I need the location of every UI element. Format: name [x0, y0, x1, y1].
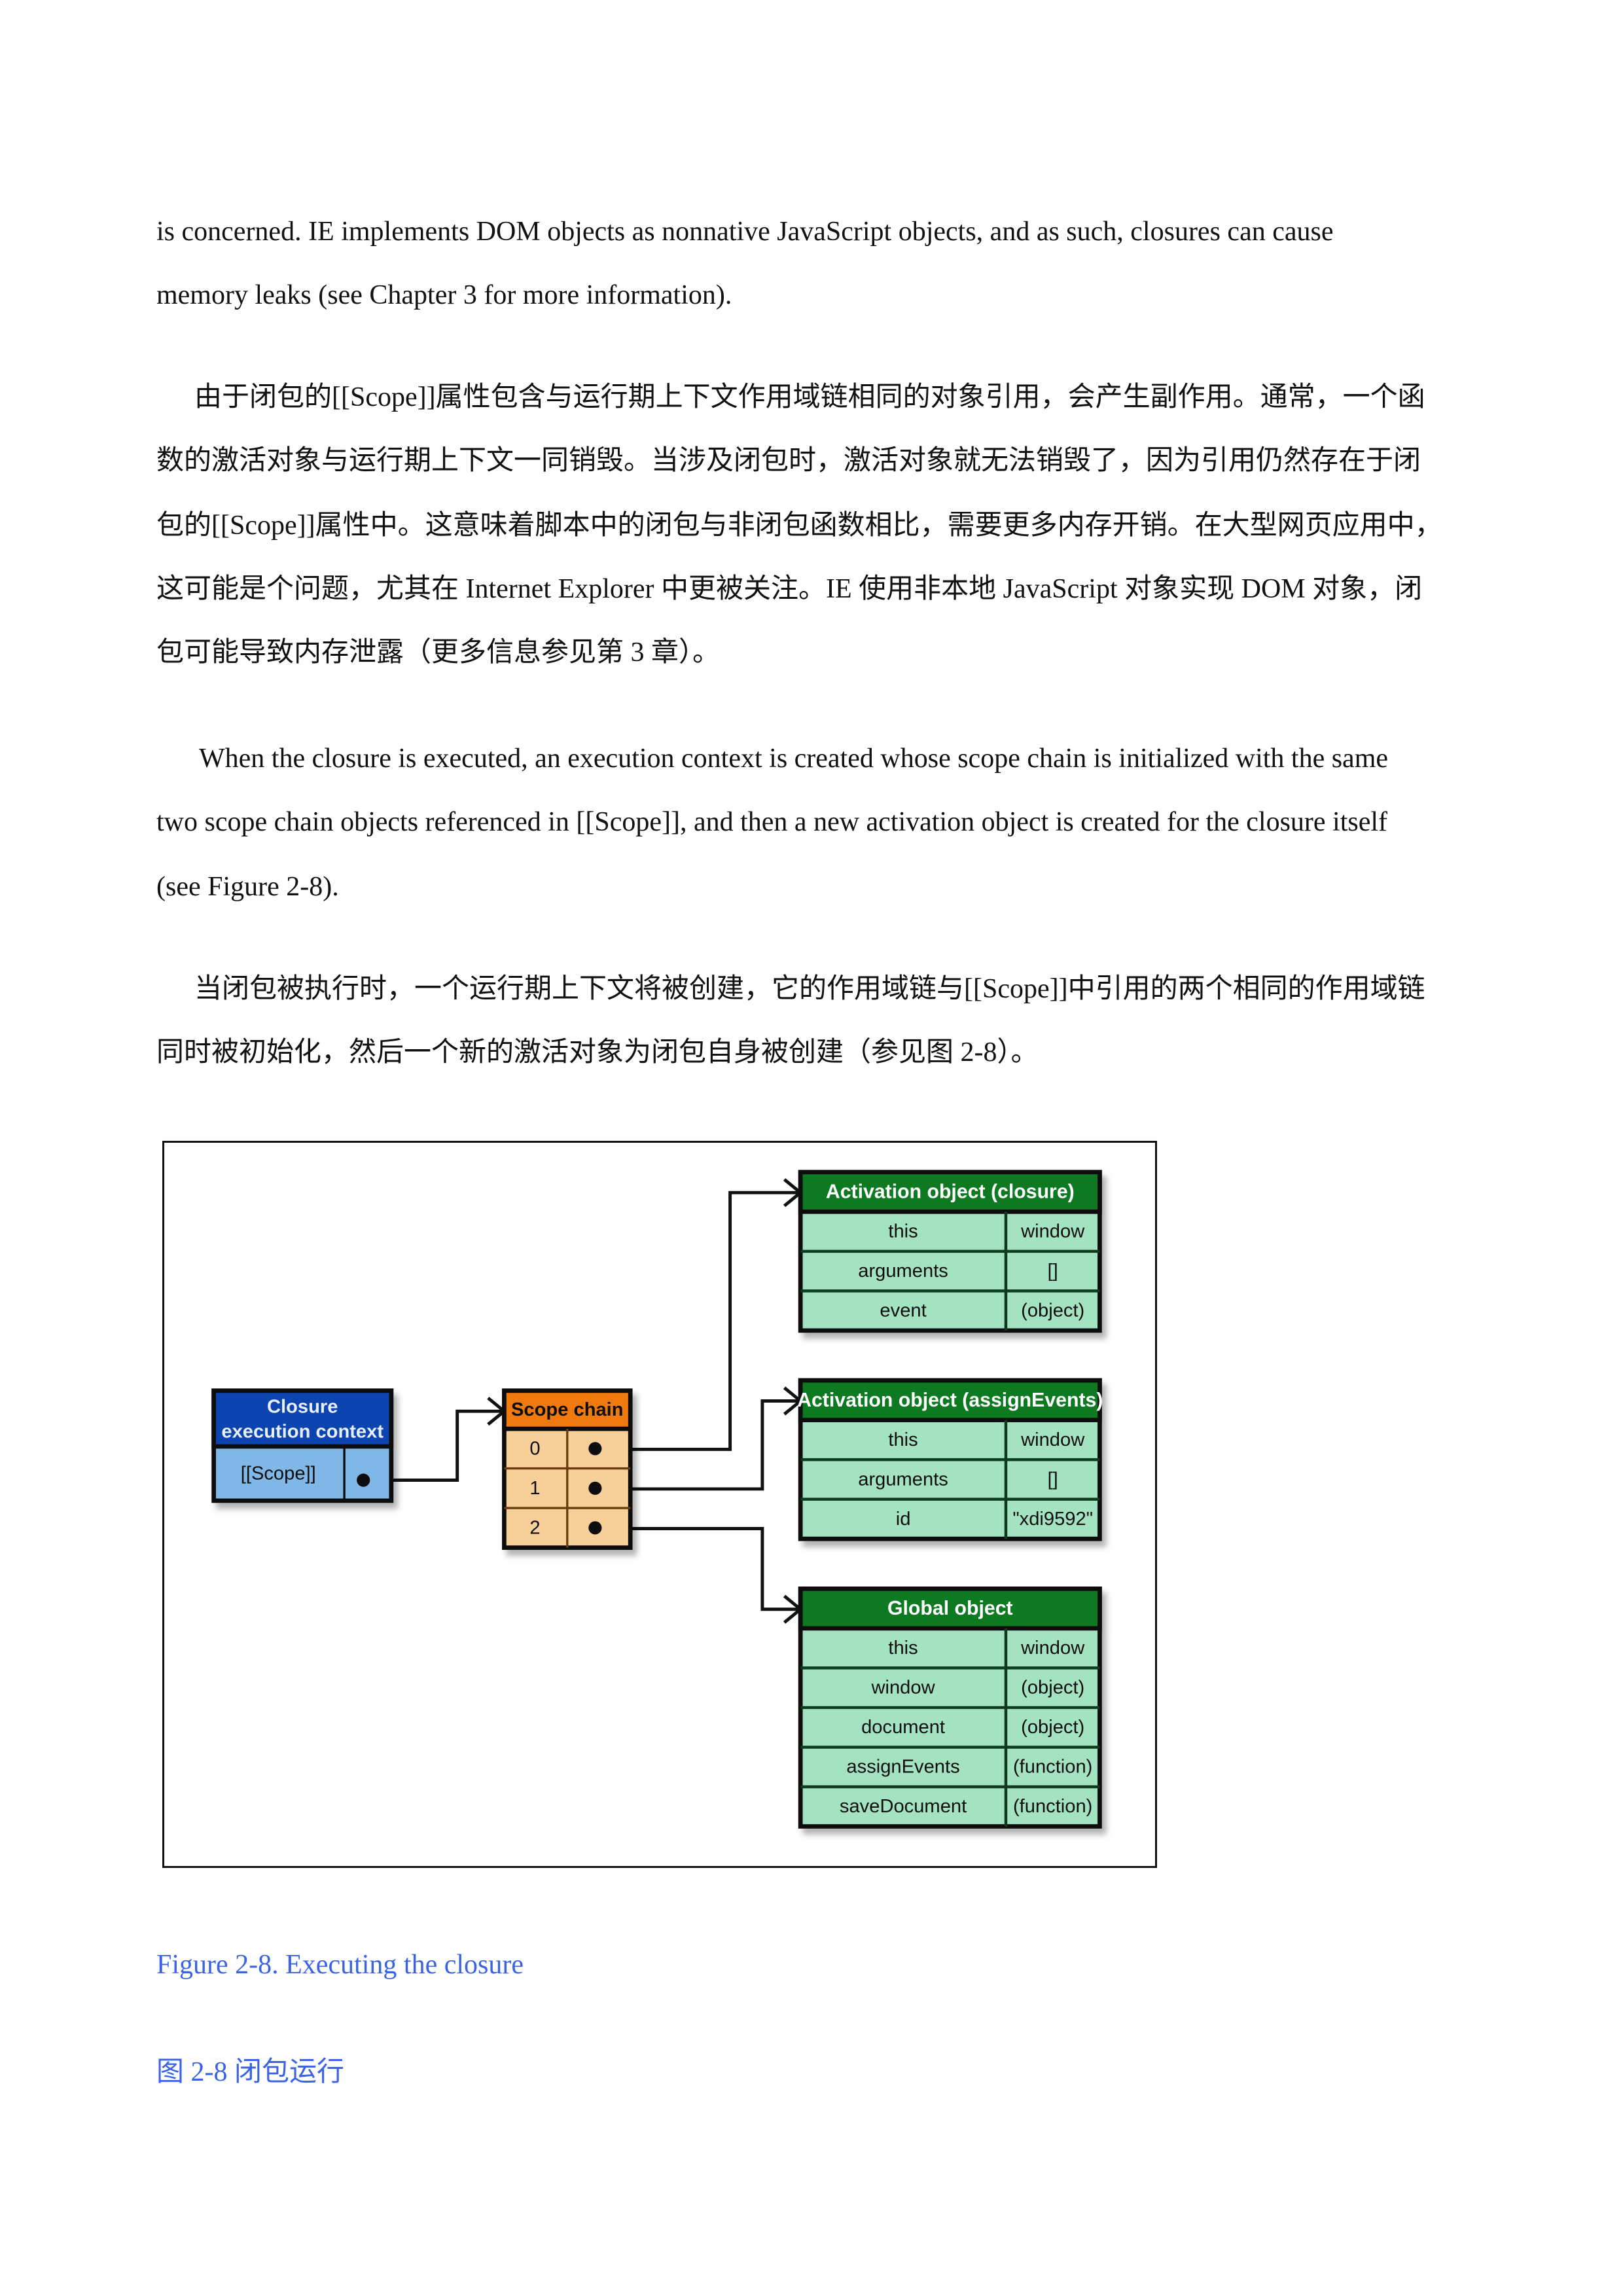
- property-value: (object): [1021, 1717, 1084, 1738]
- activation-closure-table: Activation object (closure) this window arg…: [798, 1170, 1102, 1333]
- arrow-scope-to-scope-chain: [363, 1409, 505, 1482]
- text-line: 这可能是个问题，尤其在 Internet Explorer 中更被关注。IE 使…: [156, 574, 1423, 604]
- text-line: 当闭包被执行时，一个运行期上下文将被创建，它的作用域链与[[Scope]]中引用…: [194, 974, 1425, 1004]
- property-name: arguments: [858, 1469, 948, 1490]
- pointer-dot: [588, 1521, 602, 1535]
- property-value: []: [1048, 1261, 1058, 1282]
- property-value: (function): [1013, 1757, 1092, 1778]
- table-header: [798, 1378, 1102, 1422]
- text-line: When the closure is executed, an executi…: [199, 744, 1389, 774]
- text-line: 由于闭包的[[Scope]]属性包含与运行期上下文作用域链相同的对象引用，会产生…: [194, 382, 1425, 412]
- property-value: window: [1020, 1429, 1085, 1450]
- box-title: Scope chain: [511, 1399, 624, 1420]
- property-name: window: [870, 1677, 935, 1698]
- property-value: window: [1020, 1221, 1085, 1242]
- property-name: assignEvents: [846, 1757, 959, 1778]
- property-value: "xdi9592": [1012, 1509, 1093, 1530]
- property-name: this: [888, 1429, 918, 1450]
- scope-index: 1: [529, 1478, 540, 1499]
- text-line: 同时被初始化，然后一个新的激活对象为闭包自身被创建（参见图 2-8）。: [156, 1037, 1039, 1067]
- scope-property-label: [[Scope]]: [241, 1463, 316, 1484]
- table-title: Global object: [887, 1598, 1013, 1619]
- pointer-dot: [588, 1442, 602, 1456]
- figure-caption-zh: 图 2-8 闭包运行: [156, 2057, 344, 2087]
- text-line: (see Figure 2-8).: [156, 872, 339, 902]
- closure-execution-context-box: Closure execution context [[Scope]]: [211, 1388, 394, 1503]
- property-value: window: [1020, 1638, 1085, 1659]
- property-value: (function): [1013, 1796, 1092, 1817]
- box-header: [211, 1388, 394, 1449]
- property-value: (object): [1021, 1300, 1084, 1321]
- property-name: id: [896, 1509, 911, 1530]
- property-name: event: [880, 1300, 926, 1321]
- arrow-index2-to-global-object: [595, 1527, 801, 1611]
- property-name: this: [888, 1221, 918, 1242]
- figure-scope-chain-diagram: Activation object (closure) this window arg…: [162, 1141, 1157, 1868]
- property-name: saveDocument: [840, 1796, 967, 1817]
- scope-index: 2: [529, 1517, 540, 1538]
- property-name: document: [861, 1717, 945, 1738]
- connectors: [363, 1178, 804, 1624]
- scope-index: 0: [529, 1438, 540, 1459]
- activation-assignevents-table: Activation object (assignEvents) this wind…: [797, 1378, 1103, 1541]
- box-title: execution context: [221, 1422, 383, 1443]
- property-name: arguments: [858, 1261, 948, 1282]
- arrow-index0-to-activation-closure: [595, 1191, 801, 1451]
- text-line: 包的[[Scope]]属性中。这意味着脚本中的闭包与非闭包函数相比，需要更多内存…: [156, 511, 1442, 541]
- text-line: memory leaks (see Chapter 3 for more inf…: [156, 280, 732, 310]
- text-line: two scope chain objects referenced in [[…: [156, 807, 1388, 837]
- table-title: Activation object (assignEvents): [797, 1390, 1103, 1411]
- property-value: []: [1048, 1469, 1058, 1490]
- text-line: is concerned. IE implements DOM objects …: [156, 217, 1334, 247]
- property-name: this: [888, 1638, 918, 1659]
- property-value: (object): [1021, 1677, 1084, 1698]
- text-line: 包可能导致内存泄露（更多信息参见第 3 章）。: [156, 637, 721, 668]
- table-title: Activation object (closure): [826, 1181, 1075, 1203]
- figure-caption-en: Figure 2-8. Executing the closure: [156, 1950, 524, 1980]
- box-header: [502, 1388, 633, 1431]
- global-object-table: Global object this window window (object) doc…: [798, 1587, 1102, 1829]
- arrow-index1-to-activation-assignevents: [595, 1399, 801, 1491]
- text-line: 数的激活对象与运行期上下文一同销毁。当涉及闭包时，激活对象就无法销毁了，因为引用…: [156, 446, 1421, 476]
- table-header: [798, 1587, 1102, 1631]
- pointer-dot: [357, 1473, 370, 1487]
- table-header: [798, 1170, 1102, 1214]
- box-title: Closure: [267, 1396, 338, 1417]
- scope-chain-box: Scope chain 0 1 2: [502, 1388, 633, 1550]
- pointer-dot: [588, 1481, 602, 1495]
